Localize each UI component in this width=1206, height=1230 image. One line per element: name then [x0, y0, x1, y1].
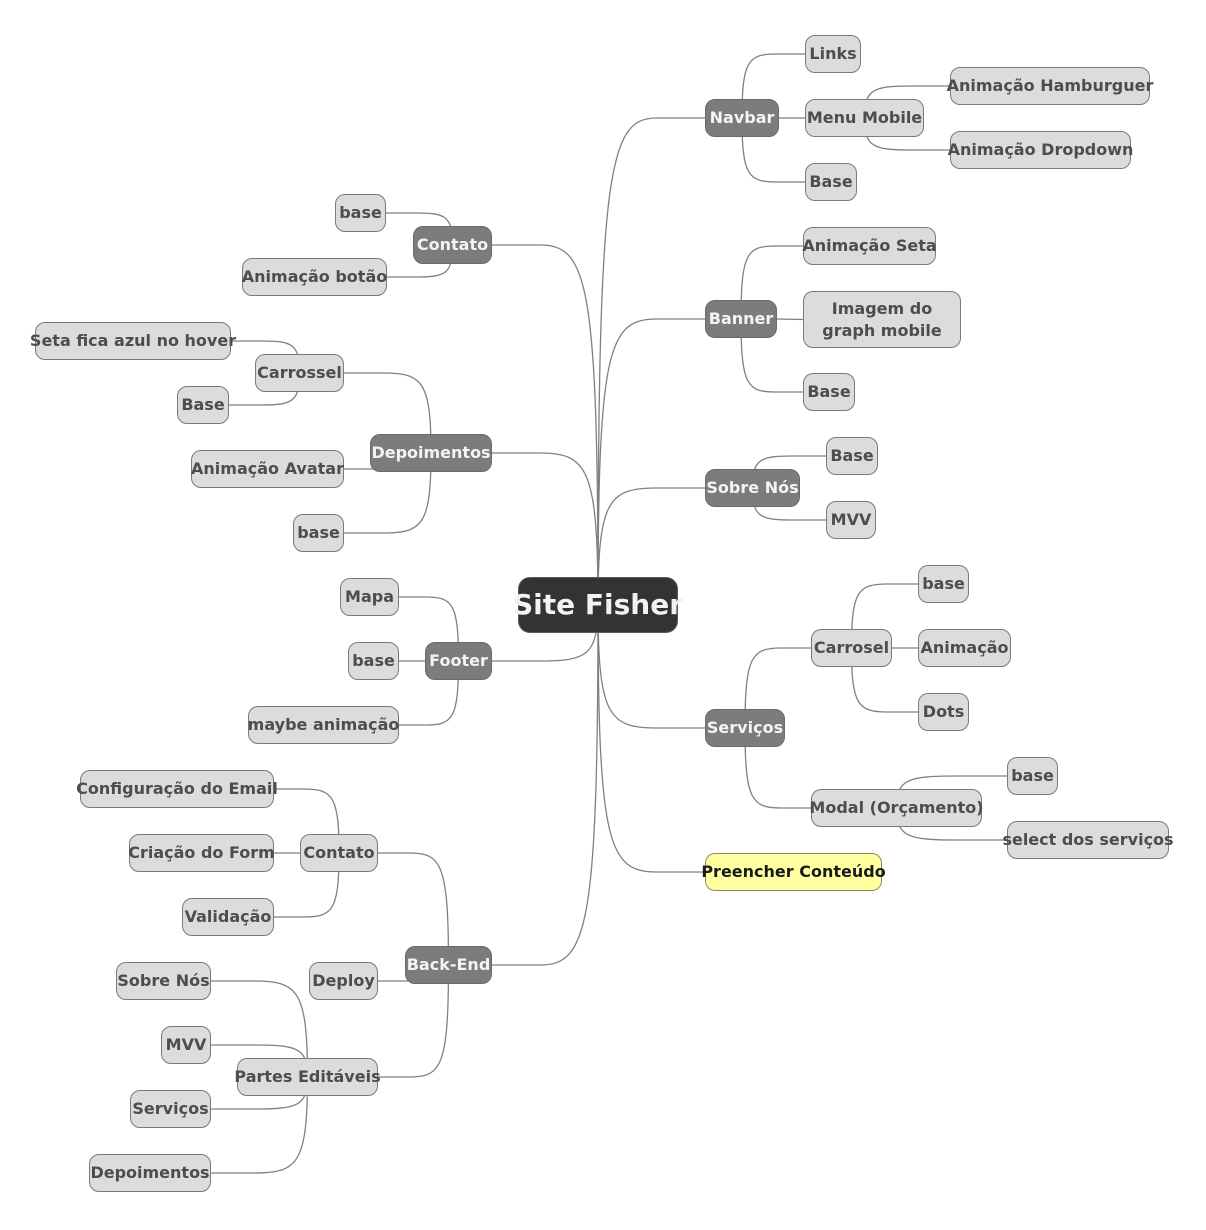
connector-servicos-modal [744, 727, 811, 809]
node-animacao-avatar[interactable]: Animação Avatar [191, 450, 344, 488]
node-configuracao-email[interactable]: Configuração do Email [76, 770, 278, 808]
node-carrossel-base[interactable]: Base [177, 386, 229, 424]
node-backend-servicos[interactable]: Serviços [130, 1090, 211, 1128]
connector-root-preencher [597, 604, 705, 873]
node-animacao-dropdown[interactable]: Animação Dropdown [948, 131, 1133, 169]
connector-depo-depobase [344, 452, 432, 534]
node-footer-base[interactable]: base [348, 642, 399, 680]
connector-partes-bedepo [211, 1076, 309, 1174]
connector-banner-animseta [740, 245, 803, 320]
node-imagem-graph-mobile[interactable]: Imagem do graph mobile [803, 291, 961, 348]
node-backend-mvv[interactable]: MVV [161, 1026, 211, 1064]
connector-root-banner [597, 318, 705, 606]
node-depoimentos-base[interactable]: base [293, 514, 344, 552]
connector-backend-partes [378, 964, 450, 1078]
node-menu-mobile[interactable]: Menu Mobile [805, 99, 924, 137]
connector-partes-besobre [211, 980, 309, 1078]
node-modal-orcamento[interactable]: Modal (Orçamento) [809, 789, 984, 827]
node-criacao-form[interactable]: Criação do Form [128, 834, 275, 872]
node-contato[interactable]: Contato [413, 226, 492, 264]
node-backend-sobre-nos[interactable]: Sobre Nós [116, 962, 211, 1000]
connector-root-depo [492, 452, 599, 606]
node-seta-fica-azul[interactable]: Seta fica azul no hover [30, 322, 236, 360]
node-banner-base[interactable]: Base [803, 373, 855, 411]
connector-root-backend [492, 604, 599, 966]
connector-servicos-carrosel [744, 647, 811, 729]
connector-root-navbar [597, 117, 705, 606]
node-banner[interactable]: Banner [705, 300, 777, 338]
node-mapa[interactable]: Mapa [340, 578, 399, 616]
node-modal-base[interactable]: base [1007, 757, 1058, 795]
node-carrosel-dots[interactable]: Dots [918, 693, 969, 731]
connector-backend-becontato [378, 852, 450, 966]
node-maybe-animacao[interactable]: maybe animação [248, 706, 399, 744]
node-backend-depoimentos[interactable]: Depoimentos [89, 1154, 211, 1192]
node-carrossel[interactable]: Carrossel [255, 354, 344, 392]
node-partes-editaveis[interactable]: Partes Editáveis [234, 1058, 381, 1096]
node-navbar-base[interactable]: Base [805, 163, 857, 201]
node-contato-base[interactable]: base [335, 194, 386, 232]
node-carrosel-animacao[interactable]: Animação [918, 629, 1011, 667]
node-select-dos-servicos[interactable]: select dos serviços [1002, 821, 1174, 859]
root-node-site-fisher[interactable]: Site Fisher [513, 577, 683, 633]
node-navbar[interactable]: Navbar [705, 99, 779, 137]
node-backend-contato[interactable]: Contato [300, 834, 378, 872]
node-footer[interactable]: Footer [425, 642, 492, 680]
node-animacao-hamburguer[interactable]: Animação Hamburguer [947, 67, 1153, 105]
node-animacao-seta[interactable]: Animação Seta [802, 227, 937, 265]
node-sobre-nos-mvv[interactable]: MVV [826, 501, 876, 539]
node-sobre-nos-base[interactable]: Base [826, 437, 878, 475]
node-deploy[interactable]: Deploy [309, 962, 378, 1000]
connector-root-sobre [597, 487, 705, 606]
connector-banner-graph [776, 318, 804, 321]
node-carrosel-base[interactable]: base [918, 565, 969, 603]
node-validacao[interactable]: Validação [182, 898, 274, 936]
node-servicos[interactable]: Serviços [705, 709, 785, 747]
node-carrosel[interactable]: Carrosel [811, 629, 892, 667]
node-preencher-conteudo[interactable]: Preencher Conteúdo [701, 853, 886, 891]
node-links[interactable]: Links [805, 35, 861, 73]
node-depoimentos[interactable]: Depoimentos [370, 434, 492, 472]
node-back-end[interactable]: Back-End [405, 946, 492, 984]
connector-root-contato [492, 244, 599, 606]
node-sobre-nos[interactable]: Sobre Nós [705, 469, 800, 507]
connector-banner-bannerbase [740, 318, 803, 393]
node-animacao-botao[interactable]: Animação botão [242, 258, 387, 296]
connector-depo-carrossel [344, 372, 432, 454]
